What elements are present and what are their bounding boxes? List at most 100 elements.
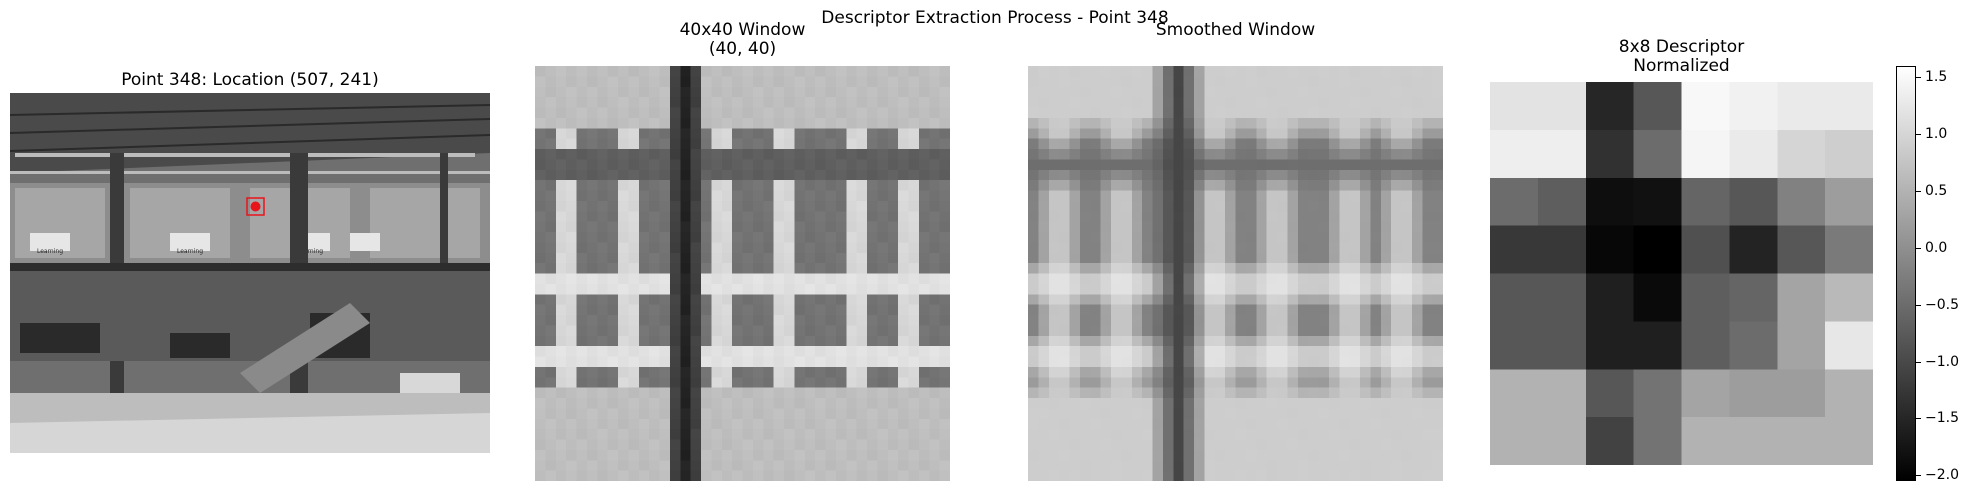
descriptor-cell — [1537, 417, 1587, 465]
descriptor-cell — [1585, 417, 1635, 465]
descriptor-cell — [1633, 417, 1682, 465]
colorbar-tick-label: 0.0 — [1925, 239, 1948, 256]
descriptor-heatmap — [1490, 82, 1873, 465]
keypoint-marker — [250, 201, 261, 212]
descriptor-cell — [1681, 321, 1730, 370]
descriptor-title-line2: Normalized — [1633, 56, 1730, 76]
descriptor-cell — [1729, 273, 1778, 322]
descriptor-cell — [1777, 369, 1826, 418]
colorbar: 1.5 1.0 0.5 0.0 −0.5 −1.0 −1.5 −2.0 — [1896, 66, 1959, 482]
descriptor-cell — [1633, 82, 1682, 131]
descriptor-cell — [1490, 177, 1539, 227]
descriptor-cell — [1681, 417, 1730, 465]
colorbar-tick — [1916, 134, 1921, 136]
descriptor-cell — [1729, 129, 1778, 179]
descriptor-cell — [1681, 273, 1730, 322]
descriptor-cell — [1777, 82, 1826, 131]
colorbar-tick — [1916, 77, 1921, 79]
descriptor-cell — [1537, 369, 1587, 418]
descriptor-cell — [1777, 273, 1826, 322]
smoothed-panel-title: Smoothed Window — [1155, 20, 1316, 40]
descriptor-cell — [1633, 225, 1682, 274]
descriptor-cell — [1825, 129, 1873, 179]
descriptor-cell — [1681, 369, 1730, 418]
image-panel-title: Point 348: Location (507, 241) — [121, 70, 379, 90]
descriptor-cell — [1777, 177, 1826, 227]
descriptor-title-line1: 8x8 Descriptor — [1618, 37, 1745, 57]
keypoint-box — [246, 197, 265, 216]
descriptor-cell — [1585, 82, 1635, 131]
descriptor-cell — [1633, 273, 1682, 322]
descriptor-cell — [1681, 177, 1730, 227]
smoothed-panel — [1028, 66, 1443, 481]
descriptor-cell — [1681, 129, 1730, 179]
descriptor-cell — [1633, 321, 1682, 370]
descriptor-cell — [1585, 177, 1635, 227]
descriptor-cell — [1585, 369, 1635, 418]
descriptor-cell — [1490, 417, 1539, 465]
descriptor-cell — [1490, 82, 1539, 131]
source-image-panel: Learning Learning Learning — [10, 93, 490, 453]
descriptor-cell — [1633, 129, 1682, 179]
descriptor-cell — [1825, 417, 1873, 465]
descriptor-cell — [1729, 369, 1778, 418]
descriptor-cell — [1825, 177, 1873, 227]
colorbar-tick-label: 1.0 — [1925, 126, 1948, 143]
colorbar-gradient — [1896, 66, 1916, 481]
descriptor-cell — [1777, 321, 1826, 370]
descriptor-cell — [1729, 321, 1778, 370]
descriptor-cell — [1777, 129, 1826, 179]
descriptor-cell — [1729, 82, 1778, 131]
window-panel — [535, 66, 950, 481]
figure-suptitle: Descriptor Extraction Process - Point 34… — [821, 8, 1169, 28]
descriptor-cell — [1490, 273, 1539, 322]
colorbar-tick — [1916, 361, 1921, 363]
colorbar-tick-label: 1.5 — [1925, 69, 1948, 86]
descriptor-cell — [1825, 225, 1873, 274]
descriptor-panel-title: 8x8 Descriptor Normalized — [1490, 38, 1873, 76]
descriptor-cell — [1537, 129, 1587, 179]
colorbar-tick — [1916, 191, 1921, 193]
window-title-line1: 40x40 Window — [679, 20, 806, 40]
descriptor-cell — [1729, 225, 1778, 274]
colorbar-tick-label: 0.5 — [1925, 183, 1948, 200]
descriptor-cell — [1777, 225, 1826, 274]
descriptor-cell — [1825, 273, 1873, 322]
scene-sign-3: Learning — [297, 248, 323, 255]
descriptor-cell — [1537, 82, 1587, 131]
descriptor-cell — [1825, 321, 1873, 370]
descriptor-cell — [1537, 321, 1587, 370]
descriptor-cell — [1490, 369, 1539, 418]
window-panel-title: 40x40 Window (40, 40) — [535, 21, 950, 59]
descriptor-cell — [1585, 273, 1635, 322]
window-title-line2: (40, 40) — [708, 39, 777, 59]
colorbar-tick — [1916, 418, 1921, 420]
colorbar-tick — [1916, 247, 1921, 249]
colorbar-tick — [1916, 475, 1921, 477]
scene-sign-2: Learning — [177, 248, 203, 255]
descriptor-cell — [1633, 369, 1682, 418]
descriptor-cell — [1681, 82, 1730, 131]
descriptor-cell — [1585, 129, 1635, 179]
descriptor-cell — [1537, 273, 1587, 322]
scene-sign-1: Learning — [37, 248, 63, 255]
descriptor-cell — [1729, 417, 1778, 465]
descriptor-cell — [1490, 225, 1539, 274]
descriptor-cell — [1490, 321, 1539, 370]
descriptor-cell — [1681, 225, 1730, 274]
descriptor-cell — [1825, 369, 1873, 418]
descriptor-cell — [1825, 82, 1873, 131]
descriptor-cell — [1585, 321, 1635, 370]
descriptor-cell — [1490, 129, 1539, 179]
descriptor-cell — [1585, 225, 1635, 274]
colorbar-tick-label: −0.5 — [1925, 296, 1959, 313]
colorbar-tick-label: −1.0 — [1925, 353, 1959, 370]
descriptor-cell — [1537, 177, 1587, 227]
descriptor-cell — [1633, 177, 1682, 227]
colorbar-tick-label: −1.5 — [1925, 410, 1959, 427]
descriptor-cell — [1537, 225, 1587, 274]
colorbar-tick-label: −2.0 — [1925, 467, 1959, 484]
colorbar-tick — [1916, 304, 1921, 306]
descriptor-cell — [1729, 177, 1778, 227]
descriptor-cell — [1777, 417, 1826, 465]
